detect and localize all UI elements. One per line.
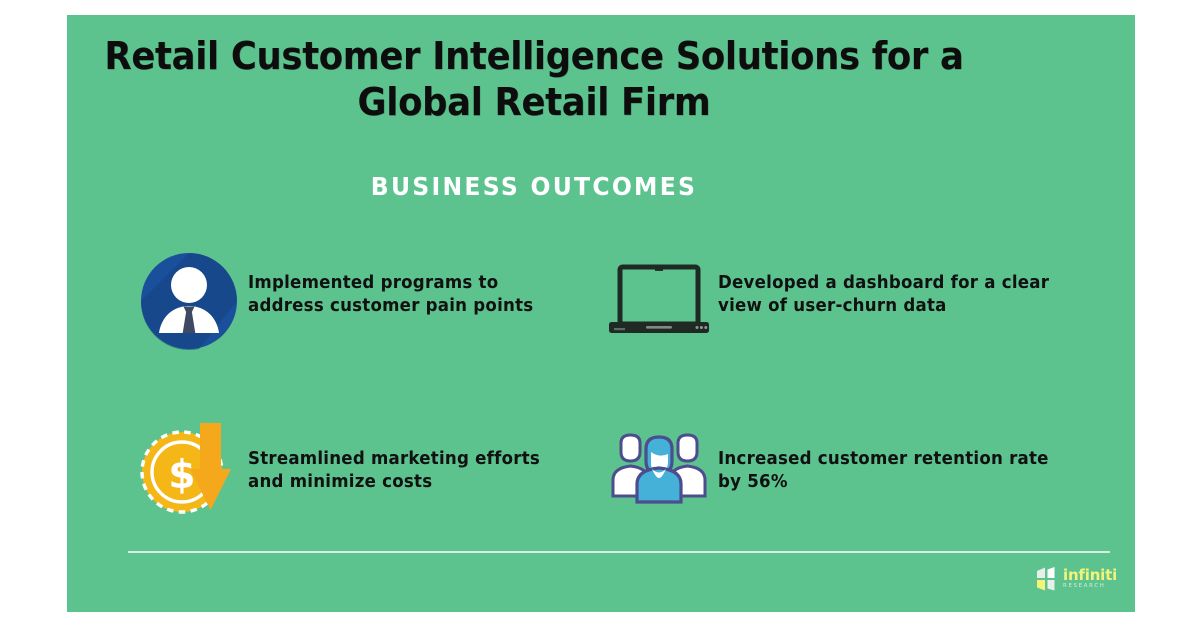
coin-decrease-icon: $ (130, 418, 248, 518)
page-title: Retail Customer Intelligence Solutions f… (104, 34, 964, 124)
infiniti-logo-mark (1036, 566, 1058, 592)
outcome-item: Implemented programs to address customer… (130, 246, 590, 356)
footer-divider (128, 551, 1110, 553)
outcome-text: Developed a dashboard for a clear view o… (718, 273, 1050, 316)
outcome-item: $ Streamlined marketing efforts and mini… (130, 418, 590, 518)
outcome-text: Increased customer retention rate by 56% (718, 449, 1049, 492)
outcomes-grid: Implemented programs to address customer… (67, 238, 1135, 528)
outcome-text: Implemented programs to address customer… (248, 273, 534, 316)
outcome-text: Streamlined marketing efforts and minimi… (248, 449, 541, 492)
svg-text:$: $ (168, 453, 195, 498)
section-subtitle: BUSINESS OUTCOMES (370, 172, 698, 201)
logo-name: infiniti (1063, 566, 1118, 585)
outcome-item: Increased customer retention rate by 56% (600, 418, 1070, 518)
laptop-icon (600, 246, 718, 356)
customer-group-icon (600, 418, 718, 518)
infiniti-research-logo: infiniti RESEARCH (1036, 566, 1117, 592)
slide-panel (67, 15, 1135, 612)
outcome-item: Developed a dashboard for a clear view o… (600, 246, 1070, 356)
logo-wordmark: infiniti RESEARCH (1063, 568, 1117, 589)
business-person-icon (130, 246, 248, 356)
logo-tagline: RESEARCH (1063, 583, 1106, 590)
